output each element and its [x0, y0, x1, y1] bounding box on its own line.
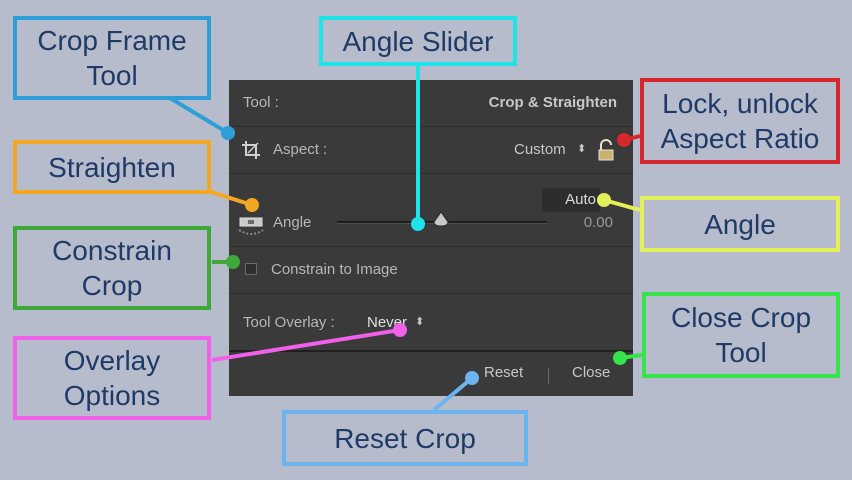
- callout-text: Aspect Ratio: [660, 123, 820, 154]
- footer-row: Reset Close: [229, 350, 633, 396]
- angle-label: Angle: [273, 214, 312, 231]
- lock-open-icon[interactable]: [597, 138, 619, 162]
- callout-text: Lock, unlock: [662, 88, 818, 119]
- callout-text: Overlay: [63, 345, 161, 376]
- straighten-level-icon[interactable]: [237, 214, 265, 236]
- tool-row: Tool : Crop & Straighten: [229, 80, 633, 127]
- crop-straighten-panel: Tool : Crop & Straighten Aspect : Custom…: [229, 80, 633, 396]
- callout-text: Angle: [704, 208, 776, 240]
- callout-overlay-options: Overlay Options: [13, 336, 211, 420]
- overlay-row: Tool Overlay : Never ⬍: [229, 294, 633, 350]
- callout-angle: Angle: [640, 196, 840, 252]
- callout-text: Reset Crop: [334, 422, 476, 454]
- close-button[interactable]: Close: [572, 364, 611, 381]
- callout-text: Crop Frame: [37, 25, 187, 56]
- callout-text: Crop: [81, 270, 143, 301]
- overlay-label: Tool Overlay :: [243, 314, 335, 331]
- aspect-select-arrows-icon: ⬍: [577, 143, 587, 155]
- footer-divider: [548, 368, 549, 384]
- aspect-select[interactable]: Custom: [514, 141, 566, 158]
- callout-constrain-crop: Constrain Crop: [13, 226, 211, 310]
- callout-lock-aspect-ratio: Lock, unlock Aspect Ratio: [640, 78, 840, 164]
- tool-label: Tool :: [243, 94, 279, 111]
- angle-value[interactable]: 0.00: [583, 214, 613, 231]
- callout-close-crop-tool: Close Crop Tool: [642, 292, 840, 378]
- constrain-checkbox[interactable]: [245, 263, 257, 275]
- callout-text: Options: [63, 380, 161, 411]
- callout-text: Tool: [86, 60, 138, 91]
- callout-text: Straighten: [48, 151, 176, 183]
- constrain-label: Constrain to Image: [271, 261, 398, 278]
- overlay-select[interactable]: Never: [367, 314, 408, 331]
- constrain-row: Constrain to Image: [229, 247, 633, 294]
- callout-reset-crop: Reset Crop: [282, 410, 528, 466]
- overlay-select-arrows-icon: ⬍: [415, 316, 425, 328]
- callout-text: Constrain: [52, 235, 172, 266]
- callout-text: Tool: [715, 337, 767, 368]
- tool-value: Crop & Straighten: [488, 94, 617, 111]
- reset-button[interactable]: Reset: [484, 364, 524, 381]
- callout-crop-frame-tool: Crop Frame Tool: [13, 16, 211, 100]
- callout-angle-slider: Angle Slider: [319, 16, 517, 66]
- auto-button[interactable]: Auto: [542, 188, 600, 212]
- callout-text: Angle Slider: [342, 25, 494, 57]
- angle-row: Auto Angle 0.00: [229, 174, 633, 247]
- aspect-row: Aspect : Custom ⬍: [229, 127, 633, 174]
- aspect-label: Aspect :: [273, 141, 328, 158]
- crop-frame-icon[interactable]: [241, 140, 261, 160]
- callout-straighten: Straighten: [13, 140, 211, 194]
- angle-slider-thumb[interactable]: [433, 211, 449, 227]
- callout-text: Close Crop: [670, 302, 812, 333]
